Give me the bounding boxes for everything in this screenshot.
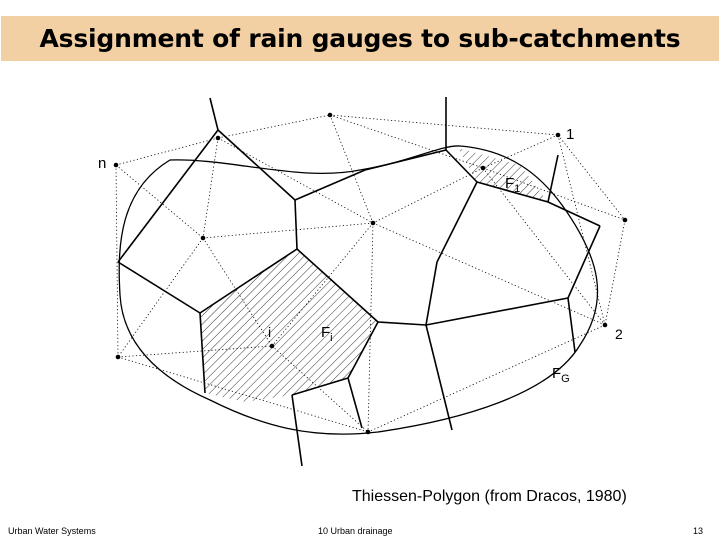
- thiessen-polygon-diagram: n 1 2 i F1 Fi FG: [98, 97, 628, 467]
- rain-gauge: [370, 220, 376, 226]
- slide-title: Assignment of rain gauges to sub-catchme…: [39, 24, 681, 53]
- rain-gauge: [365, 429, 371, 435]
- thiessen-polygon-edges: [117, 97, 601, 467]
- rain-gauge-i: [269, 343, 275, 349]
- label-area-fg-sub: G: [561, 373, 570, 385]
- hatched-area-fi: [200, 249, 378, 402]
- title-bar: Assignment of rain gauges to sub-catchme…: [1, 16, 719, 61]
- page-number: 13: [693, 526, 704, 536]
- rain-gauge: [327, 112, 333, 118]
- label-area-fi-sub: i: [330, 332, 332, 344]
- footer-course: Urban Water Systems: [8, 526, 96, 536]
- hatched-area-f1: [458, 148, 548, 202]
- label-area-f1-sub: 1: [514, 183, 520, 195]
- label-area-fi: Fi: [321, 324, 333, 344]
- label-gauge-i: i: [268, 324, 271, 340]
- label-gauge-n: n: [98, 155, 106, 172]
- rain-gauge-points: [113, 112, 628, 435]
- rain-gauge-2: [602, 322, 608, 328]
- footer-chapter: 10 Urban drainage: [318, 526, 393, 536]
- label-area-f1: F1: [505, 175, 520, 195]
- triangulation-lines: [115, 114, 626, 433]
- rain-gauge: [115, 354, 121, 360]
- figure-caption: Thiessen-Polygon (from Dracos, 1980): [352, 488, 627, 505]
- label-gauge-1: 1: [566, 126, 574, 143]
- rain-gauge: [480, 165, 486, 171]
- label-area-f1-main: F: [505, 175, 514, 192]
- label-gauge-2: 2: [615, 326, 623, 342]
- label-area-fg-main: F: [552, 365, 561, 382]
- rain-gauge: [215, 135, 221, 141]
- label-area-fg: FG: [552, 365, 570, 385]
- label-area-fi-main: F: [321, 324, 330, 341]
- rain-gauge-n: [113, 162, 119, 168]
- rain-gauge-1: [555, 132, 561, 138]
- rain-gauge: [200, 235, 206, 241]
- rain-gauge: [622, 217, 628, 223]
